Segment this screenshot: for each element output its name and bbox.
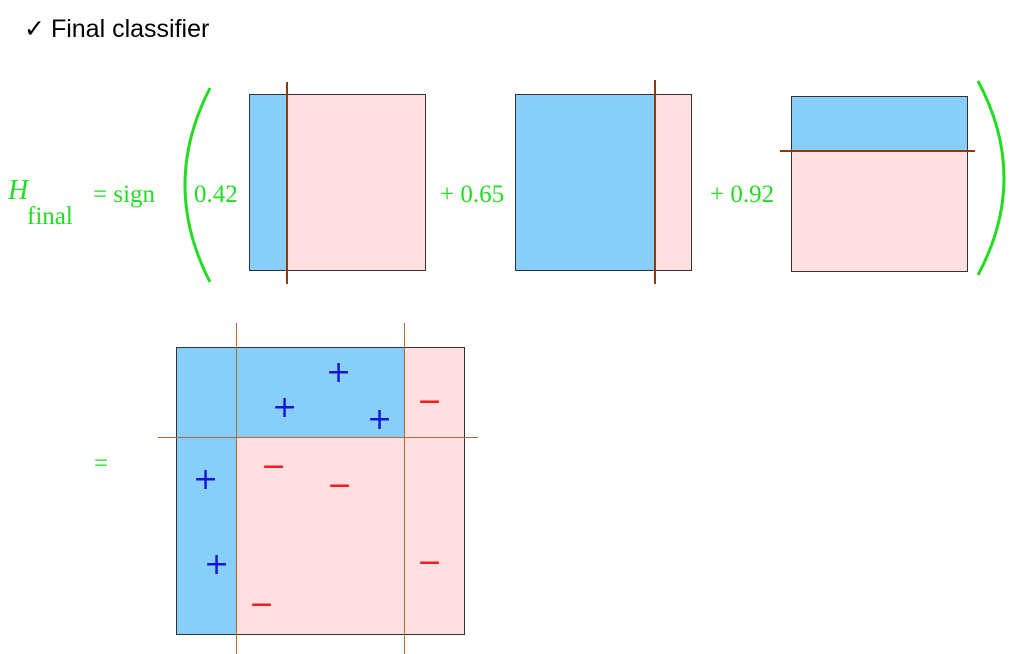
positive-region	[250, 95, 287, 270]
final-boundary-vertical-right	[404, 323, 405, 654]
negative-point: −	[327, 468, 353, 503]
negative-point: −	[249, 587, 275, 622]
negative-region	[656, 95, 691, 270]
weak-classifier-1	[249, 94, 426, 271]
positive-region	[237, 348, 405, 438]
equals-sign-text: = sign	[93, 181, 156, 208]
positive-point: +	[326, 355, 352, 390]
final-boundary-vertical-left	[236, 323, 237, 654]
coefficient-3: + 0.92	[710, 181, 775, 208]
left-parenthesis-icon	[183, 87, 212, 283]
positive-point: +	[272, 390, 298, 425]
decision-boundary-2	[654, 80, 656, 284]
negative-point: −	[417, 545, 443, 580]
slide-title-text: Final classifier	[50, 15, 210, 43]
positive-region	[177, 348, 237, 634]
coefficient-1: 0.42	[194, 181, 238, 208]
negative-region	[287, 95, 425, 270]
negative-point: −	[417, 384, 443, 419]
positive-region	[792, 97, 967, 152]
negative-region	[405, 348, 464, 634]
right-parenthesis-icon	[976, 80, 1006, 276]
negative-point: −	[261, 449, 287, 484]
coefficient-2: + 0.65	[440, 181, 505, 208]
check-icon: ✓	[24, 15, 45, 43]
weak-classifier-2	[515, 94, 692, 271]
positive-point: +	[367, 402, 393, 437]
positive-point: +	[204, 547, 230, 582]
h-symbol: H	[8, 175, 29, 206]
slide-title: ✓Final classifier	[24, 14, 209, 44]
decision-boundary-3	[780, 150, 975, 152]
weak-classifier-3	[791, 96, 968, 272]
decision-boundary-1	[286, 82, 288, 284]
final-classifier	[176, 347, 465, 635]
negative-region	[237, 438, 405, 634]
positive-point: +	[193, 462, 219, 497]
h-subscript: final	[27, 203, 73, 230]
final-boundary-horizontal	[158, 437, 478, 438]
result-equals-sign: =	[94, 450, 109, 477]
positive-region	[516, 95, 656, 270]
negative-region	[792, 152, 967, 271]
